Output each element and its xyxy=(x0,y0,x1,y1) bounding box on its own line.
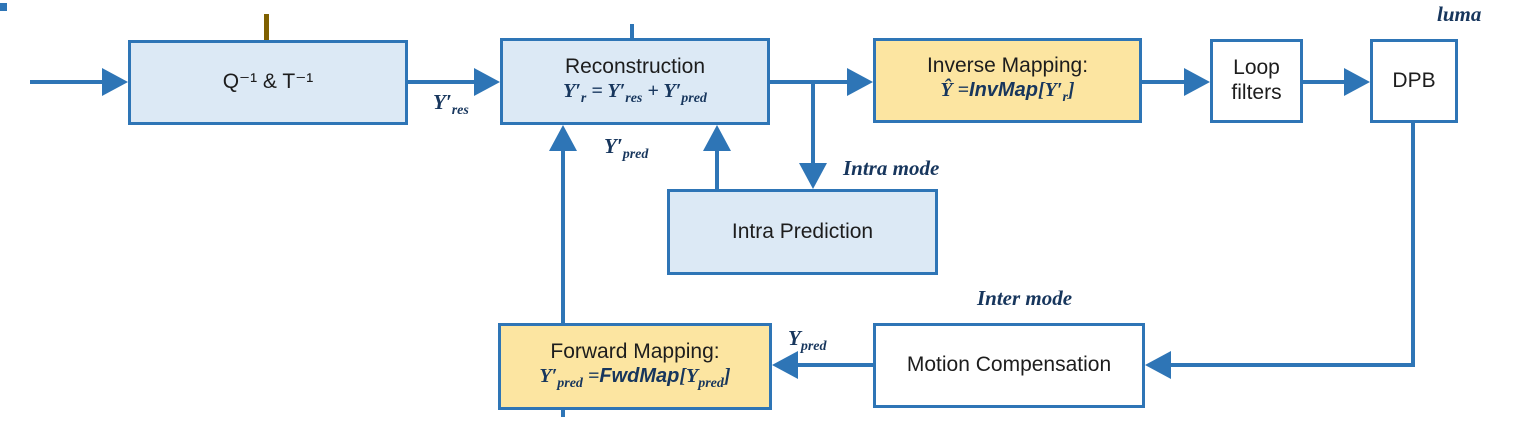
dpb-to-mc-arrowhead-icon xyxy=(1145,351,1171,379)
intra-to-recon-line xyxy=(715,149,719,190)
invmap-to-loop-arrowhead-icon xyxy=(1184,68,1210,96)
dpb-to-mc-line xyxy=(1167,363,1415,367)
corner-mark xyxy=(0,3,7,11)
mc-to-fwdmap-arrowhead-icon xyxy=(772,351,798,379)
inverse-qt-box: Q⁻¹ & T⁻¹ xyxy=(128,40,408,125)
loop-filters-box: Loop filters xyxy=(1210,39,1303,123)
reconstruction-box: Reconstruction Y′r = Y′res + Y′pred xyxy=(500,38,770,125)
forward-mapping-formula: Y′pred =FwdMap[Ypred] xyxy=(539,365,731,392)
intra-prediction-label: Intra Prediction xyxy=(731,219,874,243)
y-pred-mapped-label: Y′pred xyxy=(604,134,649,162)
dpb-down-line xyxy=(1411,123,1415,367)
intra-mode-label: Intra mode xyxy=(843,156,940,180)
dpb-label: DPB xyxy=(1392,68,1436,92)
dpb-box: DPB xyxy=(1370,39,1458,123)
recon-to-intra-arrowhead-icon xyxy=(799,163,827,189)
recon-out-line xyxy=(770,80,847,84)
motion-compensation-label: Motion Compensation xyxy=(906,353,1112,377)
inverse-qt-label: Q⁻¹ & T⁻¹ xyxy=(222,70,314,94)
loop-to-dpb-line xyxy=(1303,80,1346,84)
recon-to-intra-line xyxy=(811,80,815,167)
fwdmap-bottom-stub xyxy=(561,410,565,417)
recon-top-stub xyxy=(630,24,634,40)
recon-out-arrowhead-icon xyxy=(847,68,873,96)
mc-to-fwdmap-line xyxy=(794,363,873,367)
fwdmap-to-recon-arrowhead-icon xyxy=(549,125,577,151)
intra-to-recon-arrowhead-icon xyxy=(703,125,731,151)
reconstruction-title: Reconstruction xyxy=(564,54,706,78)
loop-filters-label: Loop filters xyxy=(1231,56,1282,104)
forward-mapping-box: Forward Mapping: Y′pred =FwdMap[Ypred] xyxy=(498,323,772,410)
forward-mapping-title: Forward Mapping: xyxy=(550,339,720,363)
fwdmap-to-recon-line xyxy=(561,149,565,323)
reconstruction-formula: Y′r = Y′res + Y′pred xyxy=(563,80,707,107)
intra-prediction-box: Intra Prediction xyxy=(667,189,938,275)
y-pred-label: Ypred xyxy=(788,326,827,354)
motion-compensation-box: Motion Compensation xyxy=(873,323,1145,408)
inverse-mapping-formula: Ŷ =InvMap[Y′r] xyxy=(940,79,1075,106)
residual-arrow-line xyxy=(408,80,474,84)
invmap-to-loop-line xyxy=(1142,80,1186,84)
inverse-mapping-box: Inverse Mapping: Ŷ =InvMap[Y′r] xyxy=(873,38,1142,123)
inverse-mapping-title: Inverse Mapping: xyxy=(926,53,1089,77)
y-res-label: Y′res xyxy=(433,90,469,118)
loop-to-dpb-arrowhead-icon xyxy=(1344,68,1370,96)
qt-top-stub xyxy=(264,14,269,42)
luma-label: luma xyxy=(1437,2,1482,26)
residual-arrowhead-icon xyxy=(474,68,500,96)
inter-mode-label: Inter mode xyxy=(977,286,1073,310)
input-arrow-line xyxy=(30,80,102,84)
input-arrowhead-icon xyxy=(102,68,128,96)
